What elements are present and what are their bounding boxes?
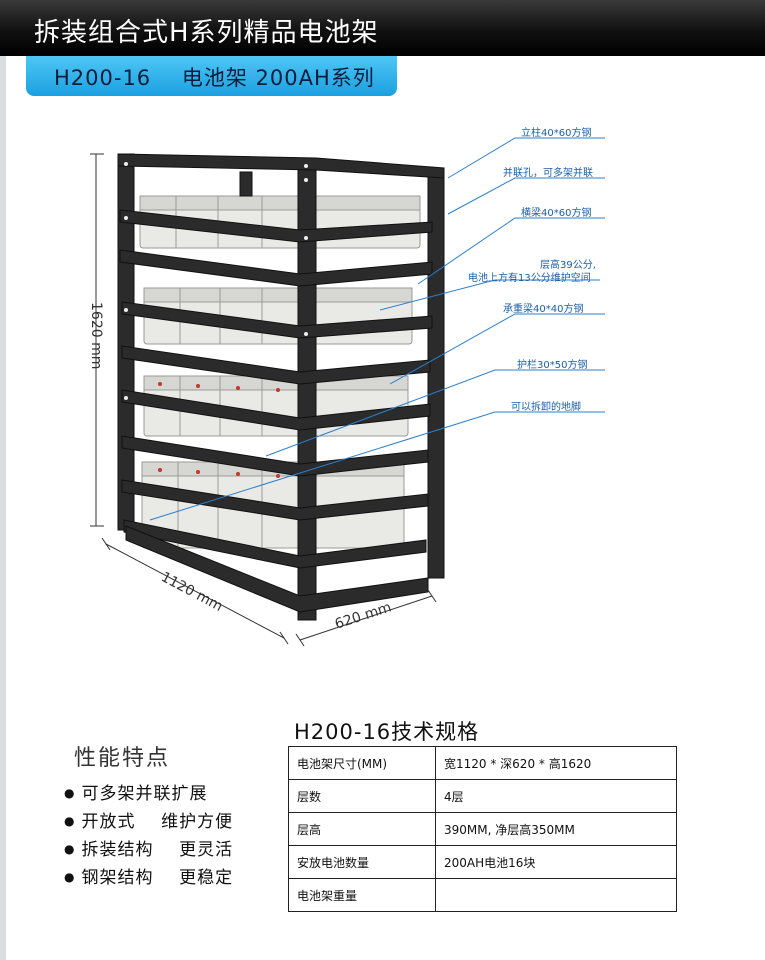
callout-layer-height: 层高39公分, [540,260,596,271]
table-row: 安放电池数量 200AH电池16块 [288,845,677,879]
spec-key: 层数 [288,779,436,813]
model-label: H200-16 电池架 200AH系列 [54,66,375,90]
spec-value: 4层 [435,779,677,813]
features-title: 性能特点 [74,746,171,771]
table-row: 层高 390MM, 净层高350MM [288,812,677,846]
callout-crossbeam: 横梁40*60方钢 [521,208,592,219]
terminals [158,382,280,478]
callout-guardrail: 护栏30*50方钢 [517,360,588,371]
callout-maintenance-space: 电池上方有13公分维护空间 [468,273,591,284]
features-list: 可多架并联扩展 开放式 维护方便 拆装结构 更灵活 钢架结构 更稳定 [64,780,233,892]
spec-value [435,878,677,912]
header-bar: 拆装组合式H系列精品电池架 [0,0,765,56]
model-banner: H200-16 电池架 200AH系列 [26,56,397,96]
callout-lines [149,137,605,521]
callout-parallel-hole: 并联孔，可多架并联 [503,168,593,179]
page-title: 拆装组合式H系列精品电池架 [34,18,379,48]
spec-value: 宽1120 * 深620 * 高1620 [435,746,677,780]
table-row: 电池架重量 [288,878,677,912]
bolt-holes [124,162,308,400]
spec-value: 390MM, 净层高350MM [435,812,677,846]
feature-item: 拆装结构 更灵活 [64,836,233,864]
spec-key: 电池架重量 [288,878,436,912]
steel-frame [117,153,445,621]
page-edge [0,56,6,960]
dimension-lines [90,153,437,647]
feature-item: 开放式 维护方便 [64,808,233,836]
height-dimension: 1620 mm [88,302,104,370]
spec-key: 电池架尺寸(MM) [288,746,436,780]
table-row: 电池架尺寸(MM) 宽1120 * 深620 * 高1620 [288,746,677,780]
callout-feet: 可以拆卸的地脚 [511,402,581,413]
feature-item: 可多架并联扩展 [64,780,233,808]
spec-title: H200-16技术规格 [294,720,480,744]
spec-value: 200AH电池16块 [435,845,677,879]
callout-upright: 立柱40*60方钢 [521,128,592,139]
rack-illustration [90,137,605,647]
spec-key: 安放电池数量 [288,845,436,879]
feature-item: 钢架结构 更稳定 [64,864,233,892]
table-row: 层数 4层 [288,779,677,813]
spec-key: 层高 [288,812,436,846]
callout-load-beam: 承重梁40*40方钢 [503,304,584,315]
spec-table: 电池架尺寸(MM) 宽1120 * 深620 * 高1620 层数 4层 层高 … [288,746,677,912]
